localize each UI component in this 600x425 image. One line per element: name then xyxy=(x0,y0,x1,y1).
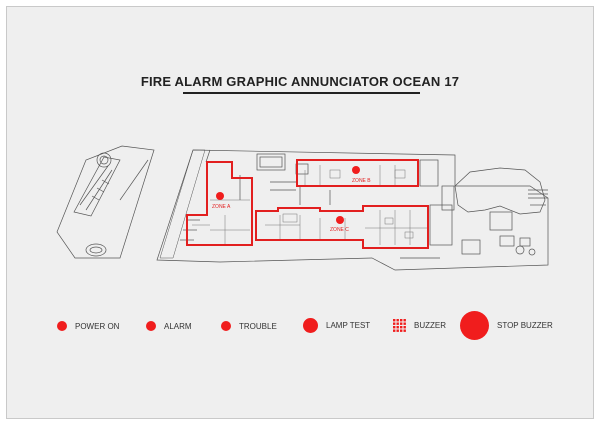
alarm-control: ALARM xyxy=(146,321,192,331)
stop-buzzer-button-icon[interactable] xyxy=(460,311,489,340)
page-title: FIRE ALARM GRAPHIC ANNUNCIATOR OCEAN 17 xyxy=(140,74,460,89)
buzzer-grille-icon xyxy=(393,319,406,332)
zone-a-lamp xyxy=(216,192,224,200)
stop-buzzer-label: STOP BUZZER xyxy=(497,321,553,330)
zone-c-label: ZONE C xyxy=(330,227,349,233)
zone-b-label: ZONE B xyxy=(352,178,371,184)
lamp-test-control[interactable]: LAMP TEST xyxy=(303,318,370,333)
zone-b-outline xyxy=(296,159,419,187)
buzzer-label: BUZZER xyxy=(414,321,446,330)
alarm-label: ALARM xyxy=(164,321,192,331)
power-on-label: POWER ON xyxy=(75,321,120,331)
power-on-indicator-icon xyxy=(57,321,67,331)
stop-buzzer-control[interactable]: STOP BUZZER xyxy=(460,311,553,340)
zone-c-outline xyxy=(255,205,429,249)
zone-b-lamp xyxy=(352,166,360,174)
buzzer-control: BUZZER xyxy=(393,319,446,332)
lamp-test-label: LAMP TEST xyxy=(326,321,371,330)
power-on-control: POWER ON xyxy=(57,321,119,331)
trouble-control: TROUBLE xyxy=(221,321,277,331)
title-underline xyxy=(183,92,420,94)
zone-a-outline xyxy=(186,161,253,246)
zone-c-lamp xyxy=(336,216,344,224)
zone-lamps xyxy=(216,166,360,224)
zone-labels: ZONE A ZONE B ZONE C xyxy=(212,178,371,233)
interior-walls xyxy=(192,165,428,245)
lamp-test-button-icon[interactable] xyxy=(303,318,318,333)
annunciator-panel xyxy=(6,6,594,419)
right-wing xyxy=(454,167,548,256)
zone-a-label: ZONE A xyxy=(212,204,231,210)
left-building xyxy=(56,145,155,259)
alarm-indicator-icon xyxy=(146,321,156,331)
trouble-indicator-icon xyxy=(221,321,231,331)
trouble-label: TROUBLE xyxy=(239,321,277,331)
fire-zones xyxy=(186,159,429,249)
